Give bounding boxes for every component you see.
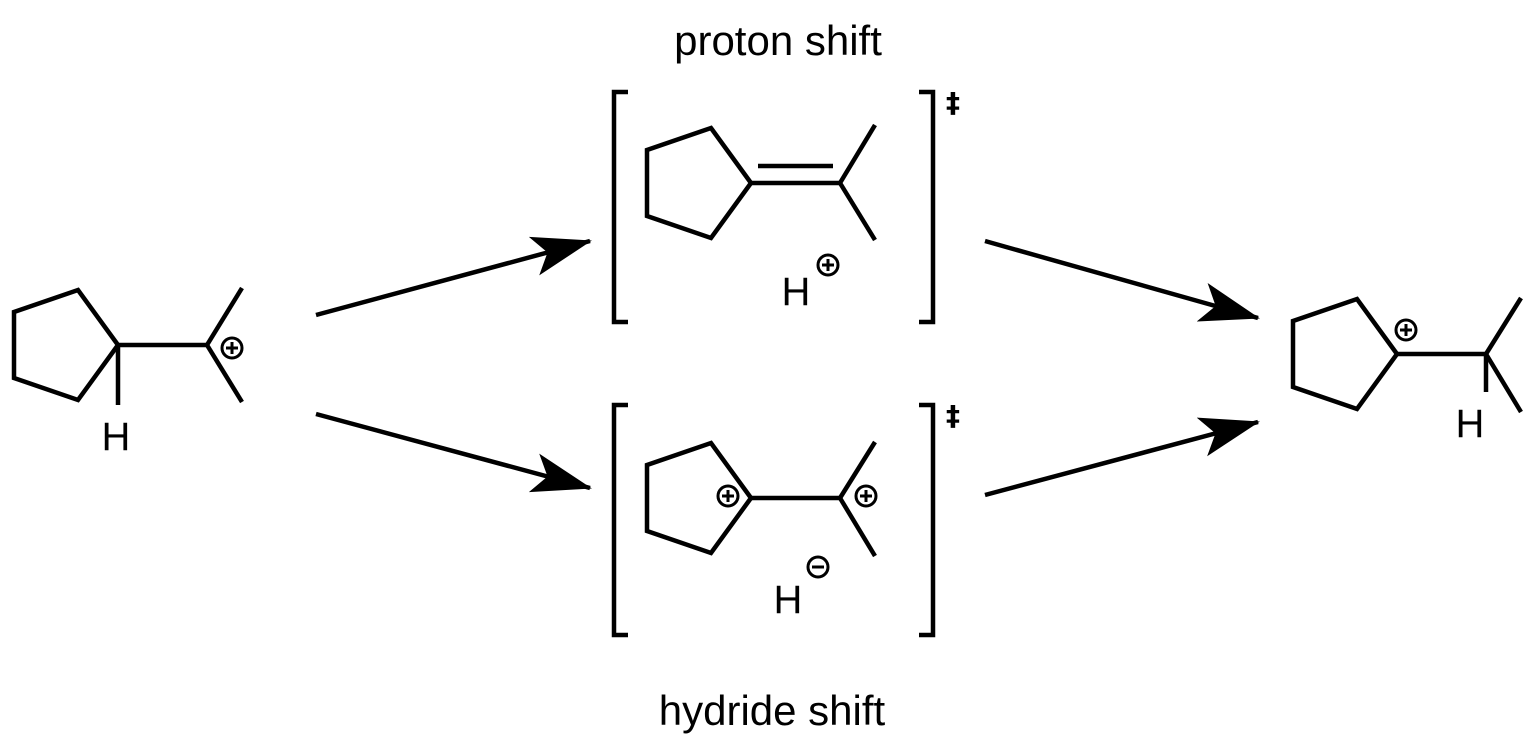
methyl-bond-down bbox=[205, 343, 244, 404]
transition-state-symbol-top: ‡ bbox=[946, 86, 960, 119]
left-bracket-bottom bbox=[611, 402, 628, 638]
hydride-hydrogen-label: H bbox=[774, 578, 803, 622]
positive-charge-icon bbox=[854, 484, 878, 508]
arrow-to-proton-shift bbox=[315, 236, 592, 318]
arrow-from-proton-shift bbox=[984, 238, 1260, 322]
proton-shift-caption: proton shift bbox=[674, 17, 882, 64]
arrow-from-hydride-shift bbox=[984, 417, 1260, 498]
right-bracket-top bbox=[919, 89, 936, 325]
methyl-bond-down-top bbox=[838, 181, 877, 242]
right-bracket-bottom bbox=[919, 402, 936, 638]
methyl-bond-up-top bbox=[838, 123, 877, 185]
hydrogen-label: H bbox=[102, 415, 131, 459]
starting-carbocation: H bbox=[11, 286, 244, 459]
positive-charge-icon bbox=[716, 484, 740, 508]
hydride-shift-caption: hydride shift bbox=[659, 687, 886, 734]
methyl-bond-up-right bbox=[1484, 296, 1523, 356]
positive-charge-icon bbox=[220, 336, 244, 360]
proton-hydrogen-label: H bbox=[782, 270, 811, 314]
hydride-shift-transition-state: ‡ H bbox=[611, 399, 960, 638]
cyclopentane-ring-right bbox=[1290, 296, 1399, 412]
transition-state-symbol-bottom: ‡ bbox=[946, 399, 960, 432]
positive-charge-icon bbox=[1394, 318, 1418, 342]
methyl-bond-up bbox=[205, 286, 244, 347]
methyl-bond-down-bottom bbox=[838, 496, 877, 558]
positive-charge-icon bbox=[816, 253, 840, 277]
arrow-to-hydride-shift bbox=[315, 411, 592, 493]
proton-shift-transition-state: ‡ H bbox=[611, 86, 960, 325]
cyclopentane-ring-top bbox=[644, 125, 753, 241]
cyclopentane-ring-left bbox=[11, 287, 120, 403]
methyl-bond-up-bottom bbox=[838, 440, 877, 500]
product-hydrogen-label: H bbox=[1456, 402, 1485, 446]
negative-charge-icon bbox=[806, 555, 830, 579]
left-bracket-top bbox=[611, 89, 628, 325]
cyclopentane-ring-bottom bbox=[644, 440, 753, 556]
product-carbocation: H bbox=[1290, 296, 1523, 446]
methyl-bond-down-right bbox=[1484, 352, 1523, 414]
